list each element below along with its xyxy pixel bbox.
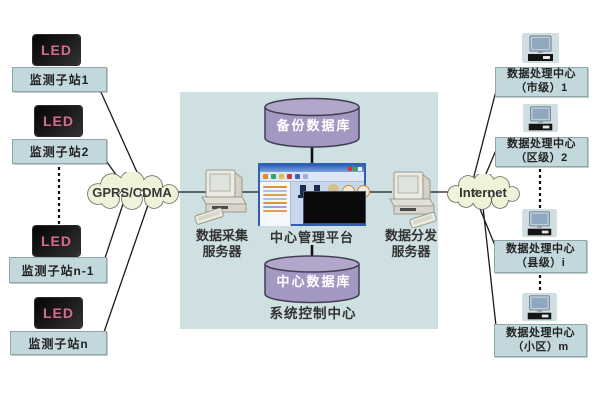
processing-center-box-1: 数据处理中心 （市级）1 xyxy=(495,67,588,97)
label-line: 系统控制中心 xyxy=(269,306,357,321)
led-text: LED xyxy=(43,305,74,321)
led-preview-area xyxy=(303,191,366,224)
processing-center-line2: （县级）i xyxy=(515,256,566,269)
station-box-2: 监测子站2 xyxy=(12,139,107,164)
processing-center-line1: 数据处理中心 xyxy=(507,68,576,81)
screenshot-main-area xyxy=(291,182,370,226)
workstation-icon xyxy=(523,104,558,133)
acquisition-server-icon xyxy=(194,169,247,225)
internet-label: Internet xyxy=(459,185,507,200)
platform-screenshot xyxy=(258,163,370,226)
backup-database-cylinder: 备份数据库 xyxy=(264,97,360,148)
processing-center-box-4: 数据处理中心 （小区）m xyxy=(494,324,587,357)
distribution-server-icon xyxy=(389,171,437,228)
distribution-server-label: 数据分发 服务器 xyxy=(378,228,444,259)
backup-database-label: 备份数据库 xyxy=(275,118,351,133)
center-database-cylinder: 中心数据库 xyxy=(264,255,360,304)
label-line: 中心管理平台 xyxy=(269,230,354,245)
gprs-cdma-cloud: GPRS/CDMA xyxy=(87,172,179,210)
processing-center-box-2: 数据处理中心 （区级）2 xyxy=(495,137,588,167)
label-line: 服务器 xyxy=(391,243,431,259)
workstation-icon xyxy=(522,209,557,238)
processing-center-line2: （小区）m xyxy=(512,340,569,353)
gprs-cdma-label: GPRS/CDMA xyxy=(92,185,172,200)
led-text: LED xyxy=(41,233,72,249)
internet-cloud: Internet xyxy=(447,174,520,210)
led-screen-icon: LED xyxy=(35,298,82,328)
led-screen-icon: LED xyxy=(33,35,80,65)
screenshot-titlebar xyxy=(260,165,364,172)
control-center-label: 系统控制中心 xyxy=(263,306,363,322)
label-line: 数据采集 xyxy=(195,228,248,243)
workstation-icon xyxy=(522,293,557,322)
station-label: 监测子站n-1 xyxy=(21,263,95,278)
processing-center-line1: 数据处理中心 xyxy=(506,242,575,255)
station-box-1: 监测子站1 xyxy=(12,67,107,92)
processing-center-line1: 数据处理中心 xyxy=(506,326,575,339)
processing-center-box-3: 数据处理中心 （县级）i xyxy=(494,240,587,273)
station-box-n-1: 监测子站n-1 xyxy=(9,257,107,283)
led-text: LED xyxy=(41,42,72,58)
acquisition-server-label: 数据采集 服务器 xyxy=(188,228,256,259)
label-line: 数据分发 xyxy=(384,228,437,243)
led-screen-icon: LED xyxy=(33,226,80,256)
workstation-icon xyxy=(522,33,559,63)
center-database-label: 中心数据库 xyxy=(276,274,351,289)
processing-center-line2: （区级）2 xyxy=(515,152,568,164)
led-screen-icon: LED xyxy=(35,106,82,136)
platform-label: 中心管理平台 xyxy=(262,230,362,246)
station-label: 监测子站n xyxy=(28,336,89,351)
station-label: 监测子站1 xyxy=(29,73,90,87)
processing-center-line2: （市级）1 xyxy=(515,82,568,94)
label-line: 服务器 xyxy=(202,243,242,259)
station-label: 监测子站2 xyxy=(29,145,90,159)
screenshot-sidebar xyxy=(260,182,291,226)
processing-center-line1: 数据处理中心 xyxy=(507,138,576,151)
led-text: LED xyxy=(43,113,74,129)
screenshot-toolbar xyxy=(260,172,364,182)
station-box-n: 监测子站n xyxy=(10,331,107,355)
